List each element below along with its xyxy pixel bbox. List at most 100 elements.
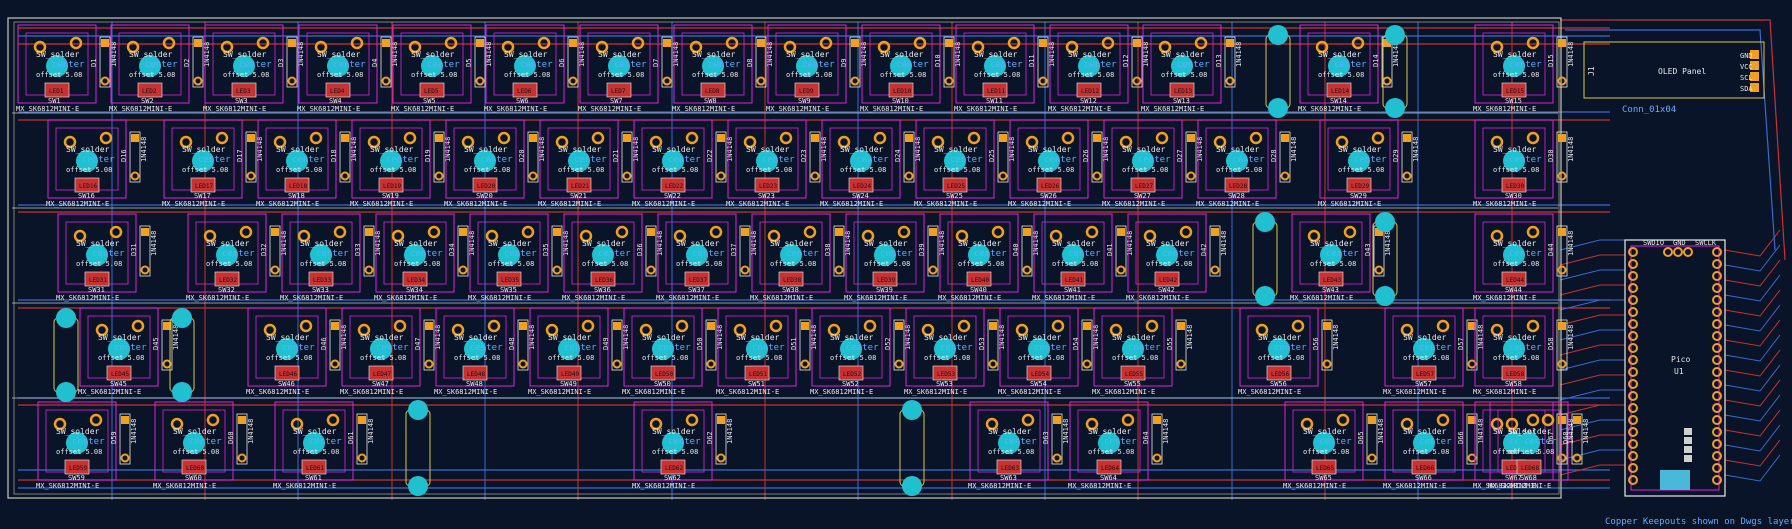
trace xyxy=(1724,439,1781,467)
switch-outline xyxy=(539,119,619,199)
switch-pad xyxy=(689,40,703,54)
diode-value: 1N4148 xyxy=(1582,419,1590,444)
led-ref: LED9 xyxy=(799,88,814,95)
diode-pad xyxy=(1557,359,1567,369)
diode-value: 1N4148 xyxy=(820,137,828,162)
switch-center-label: center xyxy=(114,343,147,353)
switch-footprint-name: MX_SK6812MINI-E xyxy=(280,294,343,302)
led-footprint xyxy=(566,177,592,193)
diode-outline xyxy=(715,131,727,183)
led-ref: LED25 xyxy=(947,183,965,190)
diode-outline xyxy=(433,131,445,183)
switch-pad xyxy=(591,131,605,145)
switch-offset-label: offset 5.08 xyxy=(1088,448,1134,456)
switch-footprint-name: MX_SK6812MINI-E xyxy=(273,482,336,490)
switch-center-label: center xyxy=(1524,437,1557,447)
diode-outline xyxy=(893,319,905,371)
switch-value: SW_solder xyxy=(830,333,874,342)
switch-center-label: center xyxy=(82,155,115,165)
switch-pad xyxy=(1101,36,1115,50)
switch-offset-label: offset 5.08 xyxy=(1493,166,1539,174)
diode-pad xyxy=(894,359,904,369)
diode-ref: D56 xyxy=(1312,337,1320,350)
switch-offset-label: offset 5.08 xyxy=(598,71,644,79)
switch-pad xyxy=(521,225,535,239)
diode-value: 1N4148 xyxy=(750,231,758,256)
switch-pad xyxy=(239,225,253,239)
diode-ref: D34 xyxy=(448,243,456,256)
diode-pad xyxy=(131,134,139,142)
switch-value: SW_solder xyxy=(488,239,532,248)
diode-pad xyxy=(740,265,750,275)
led-ref: LED12 xyxy=(1081,88,1099,95)
diode-value: 1N4148 xyxy=(391,42,399,67)
diode-pad xyxy=(1558,322,1566,330)
trace xyxy=(1559,314,1625,326)
diode-pad xyxy=(1467,359,1477,369)
switch-center-label: center xyxy=(292,155,325,165)
pico-module[interactable]: Pico U1 SWDIO GND SWCLK xyxy=(1624,239,1726,497)
diode-outline xyxy=(339,131,351,183)
diode-value: 1N4148 xyxy=(1377,419,1385,444)
trace xyxy=(1724,409,1781,437)
switch-offset-label: offset 5.08 xyxy=(1146,260,1192,268)
diode-pad xyxy=(1023,228,1031,236)
diode-outline xyxy=(457,225,469,277)
switch-value: SW_solder xyxy=(1068,50,1112,59)
led-footprint xyxy=(932,365,958,381)
switch-offset-label: offset 5.08 xyxy=(1403,354,1449,362)
switch-footprint-name: MX_SK6812MINI-E xyxy=(1473,388,1536,396)
switch-pad xyxy=(921,323,935,337)
stabilizer-hole xyxy=(902,400,922,420)
switch-center-hole xyxy=(1413,338,1435,360)
diode-outline xyxy=(139,225,151,277)
diode-outline xyxy=(1115,225,1127,277)
switch-ref: SW21 xyxy=(570,192,587,200)
led-ref: LED46 xyxy=(279,371,297,378)
diode-outline xyxy=(997,131,1009,183)
switch-value: SW_solder xyxy=(1318,50,1362,59)
diode-outline xyxy=(517,319,529,371)
switch-ref: SW67 xyxy=(1505,474,1522,482)
diode-outline xyxy=(661,36,673,88)
switch-ref: SW46 xyxy=(278,380,295,388)
switch-pad xyxy=(1300,417,1314,431)
diode-value: 1N4148 xyxy=(1220,231,1228,256)
led-ref: LED11 xyxy=(987,88,1005,95)
switch-footprint-name: MX_SK6812MINI-E xyxy=(109,105,172,113)
diode-ref: D63 xyxy=(1042,431,1050,444)
switch-footprint-name: MX_SK6812MINI-E xyxy=(1383,388,1446,396)
switch-value: SW_solder xyxy=(652,145,696,154)
switch-center-label: center xyxy=(145,60,178,70)
switch-outline xyxy=(633,119,713,199)
switch-outline xyxy=(939,213,1019,293)
switch-ref: SW15 xyxy=(1505,97,1522,105)
switch-pad xyxy=(685,131,699,145)
diode-ref: D9 xyxy=(840,59,848,67)
diode-value: 1N4148 xyxy=(954,42,962,67)
switch-pad xyxy=(170,417,184,431)
switch-offset-label: offset 5.08 xyxy=(1122,166,1168,174)
switch-center-hole xyxy=(1268,338,1290,360)
led-ref: LED22 xyxy=(665,183,683,190)
led-ref: LED59 xyxy=(69,465,87,472)
